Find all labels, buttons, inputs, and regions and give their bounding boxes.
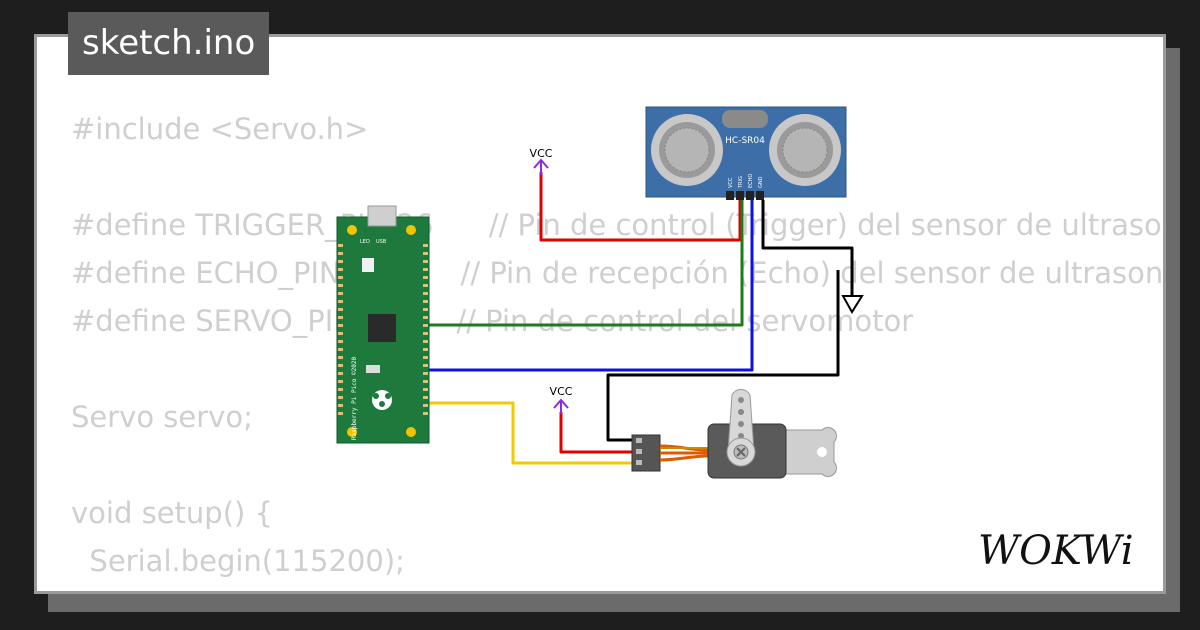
file-tab[interactable]: sketch.ino xyxy=(68,12,270,75)
sensor-header-pins xyxy=(726,191,764,200)
raspberry-logo-icon xyxy=(372,390,392,410)
wire-echo xyxy=(425,200,754,372)
code-line: void setup() { xyxy=(71,496,273,530)
pico-board: LED USB Raspberry Pi Pico ©2020 xyxy=(336,205,430,444)
wire-vcc-servo xyxy=(559,412,640,454)
pin-label-gnd: GND xyxy=(758,176,764,188)
led-label: LED xyxy=(360,239,370,245)
pin-label-echo: ECHO xyxy=(748,174,754,188)
vcc-symbol: VCC xyxy=(530,147,553,175)
usb-port xyxy=(367,205,397,227)
bootsel-button xyxy=(362,258,374,272)
transducer-right xyxy=(769,114,841,186)
code-line: Servo servo; xyxy=(71,400,253,434)
code-line: #define TRIGGER_PIN 26 // Pin de control… xyxy=(71,208,1166,242)
servo-flange xyxy=(779,427,837,477)
ultrasonic-sensor: HC-SR04 VCC TRIG ECHO GND xyxy=(645,106,847,200)
pico-pins xyxy=(347,225,416,437)
pin-label-vcc: VCC xyxy=(728,177,734,188)
pin-label-trig: TRIG xyxy=(738,176,744,189)
wire-gnd-servo xyxy=(606,270,840,442)
wire-gnd-ultrasonic xyxy=(761,200,854,298)
flash-chip xyxy=(366,365,380,373)
vcc-symbol: VCC xyxy=(550,385,573,414)
wire-servo-signal xyxy=(425,401,640,465)
vcc-label: VCC xyxy=(530,147,553,160)
vcc-label: VCC xyxy=(550,385,573,398)
sensor-model: HC-SR04 xyxy=(725,136,765,146)
usb-label: USB xyxy=(376,239,387,245)
logo-text: WOKWi xyxy=(978,528,1134,574)
pico-castellations xyxy=(338,244,428,415)
wire-vcc-ultrasonic xyxy=(539,172,742,242)
pico-silkscreen: Raspberry Pi Pico ©2020 xyxy=(351,357,358,440)
preview-card: #include <Servo.h> #define TRIGGER_PIN 26… xyxy=(34,34,1166,594)
ground-icon xyxy=(841,295,864,314)
transducer-left xyxy=(651,114,723,186)
wokwi-logo: WOKWi xyxy=(978,528,1134,574)
servo-motor xyxy=(631,388,837,479)
wire-trig xyxy=(425,200,744,327)
wires xyxy=(425,172,854,465)
code-background: #include <Servo.h> #define TRIGGER_PIN 26… xyxy=(71,105,1166,591)
servo-horn xyxy=(727,388,755,453)
code-line: Serial.begin(115200); xyxy=(71,544,405,578)
code-line: #define SERVO_PIN 22 // Pin de control d… xyxy=(71,304,914,338)
crystal xyxy=(722,110,768,128)
rp2040-chip xyxy=(368,314,396,342)
code-line: #include <Servo.h> xyxy=(71,112,369,146)
